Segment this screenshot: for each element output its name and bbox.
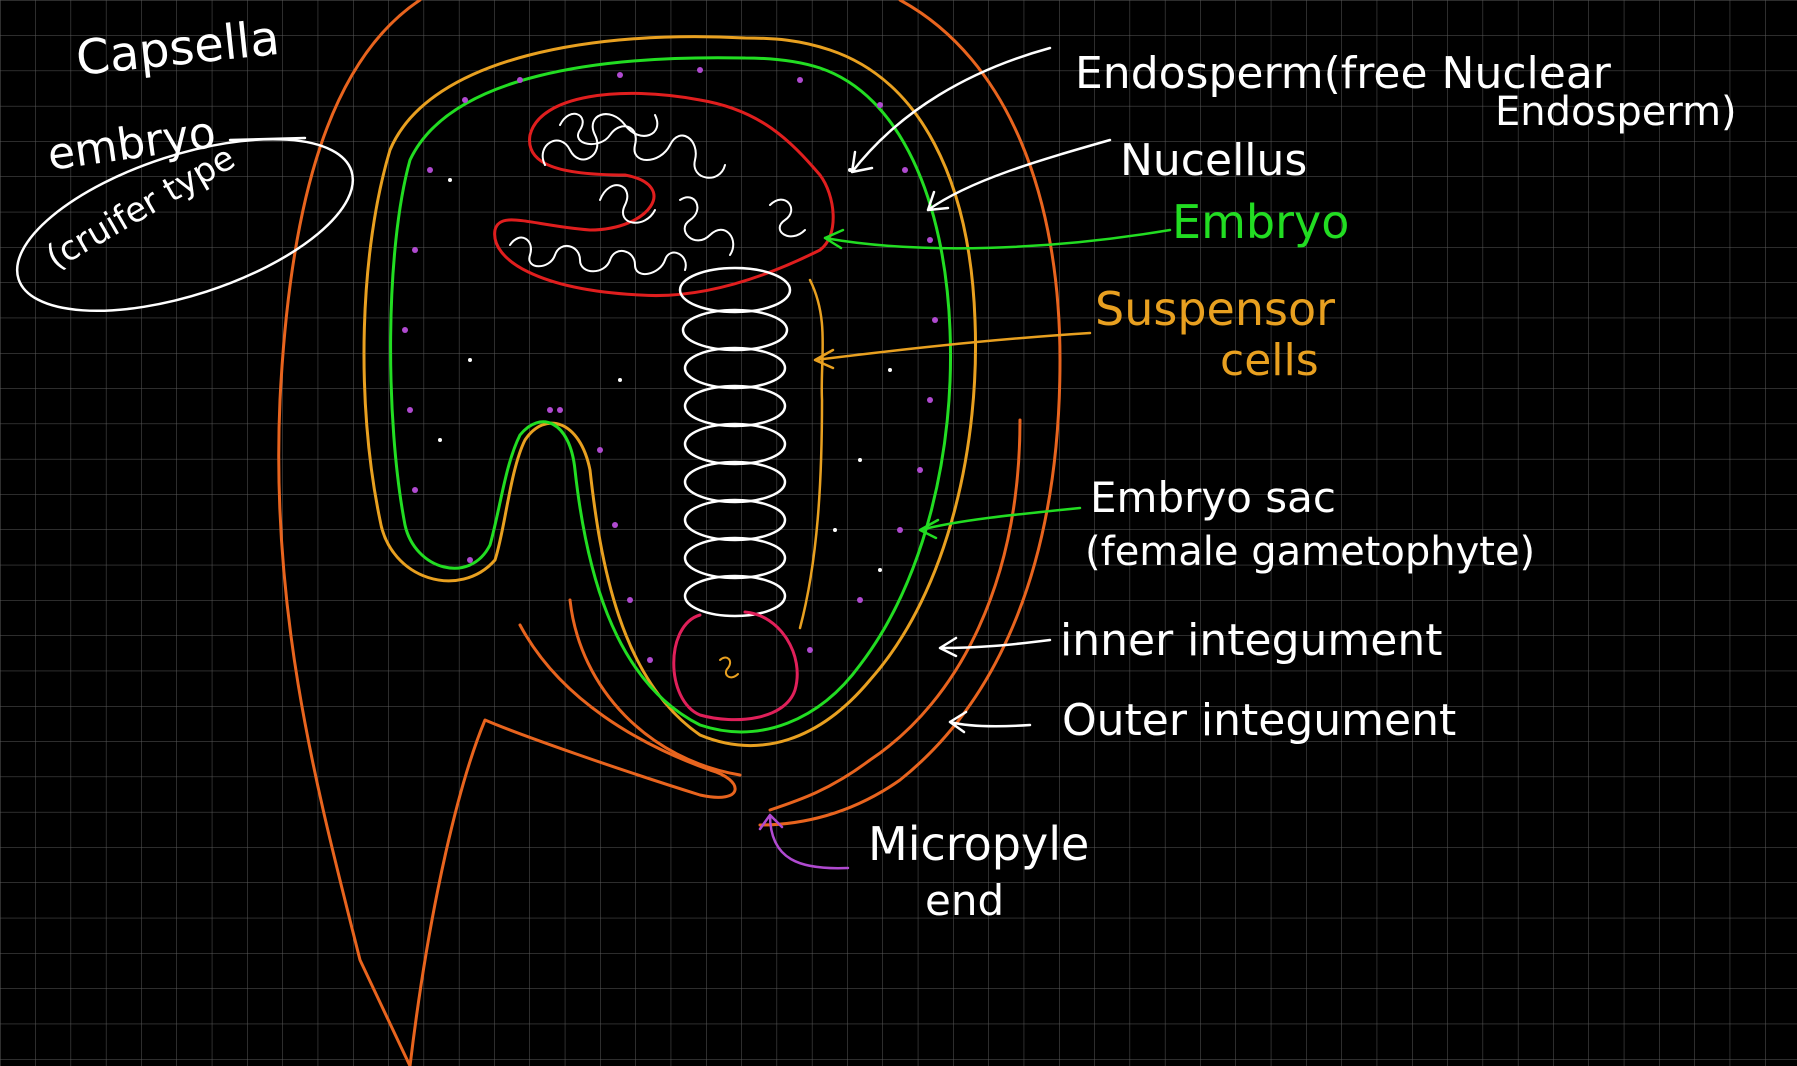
label-endosperm-line2: Endosperm) xyxy=(1495,89,1737,135)
label-micropyle-line1: Micropyle xyxy=(868,817,1089,871)
label-nucellus: Nucellus xyxy=(1120,135,1307,186)
label-embryo-sac-line2: (female gametophyte) xyxy=(1085,529,1535,575)
label-embryo-sac-line1: Embryo sac xyxy=(1090,473,1336,522)
label-inner-integument: inner integument xyxy=(1060,615,1442,666)
label-suspensor-line1: Suspensor xyxy=(1095,282,1335,336)
label-outer-integument: Outer integument xyxy=(1062,695,1456,746)
label-micropyle-line2: end xyxy=(925,876,1004,925)
label-embryo: Embryo xyxy=(1172,195,1349,249)
label-suspensor-line2: cells xyxy=(1220,335,1319,386)
